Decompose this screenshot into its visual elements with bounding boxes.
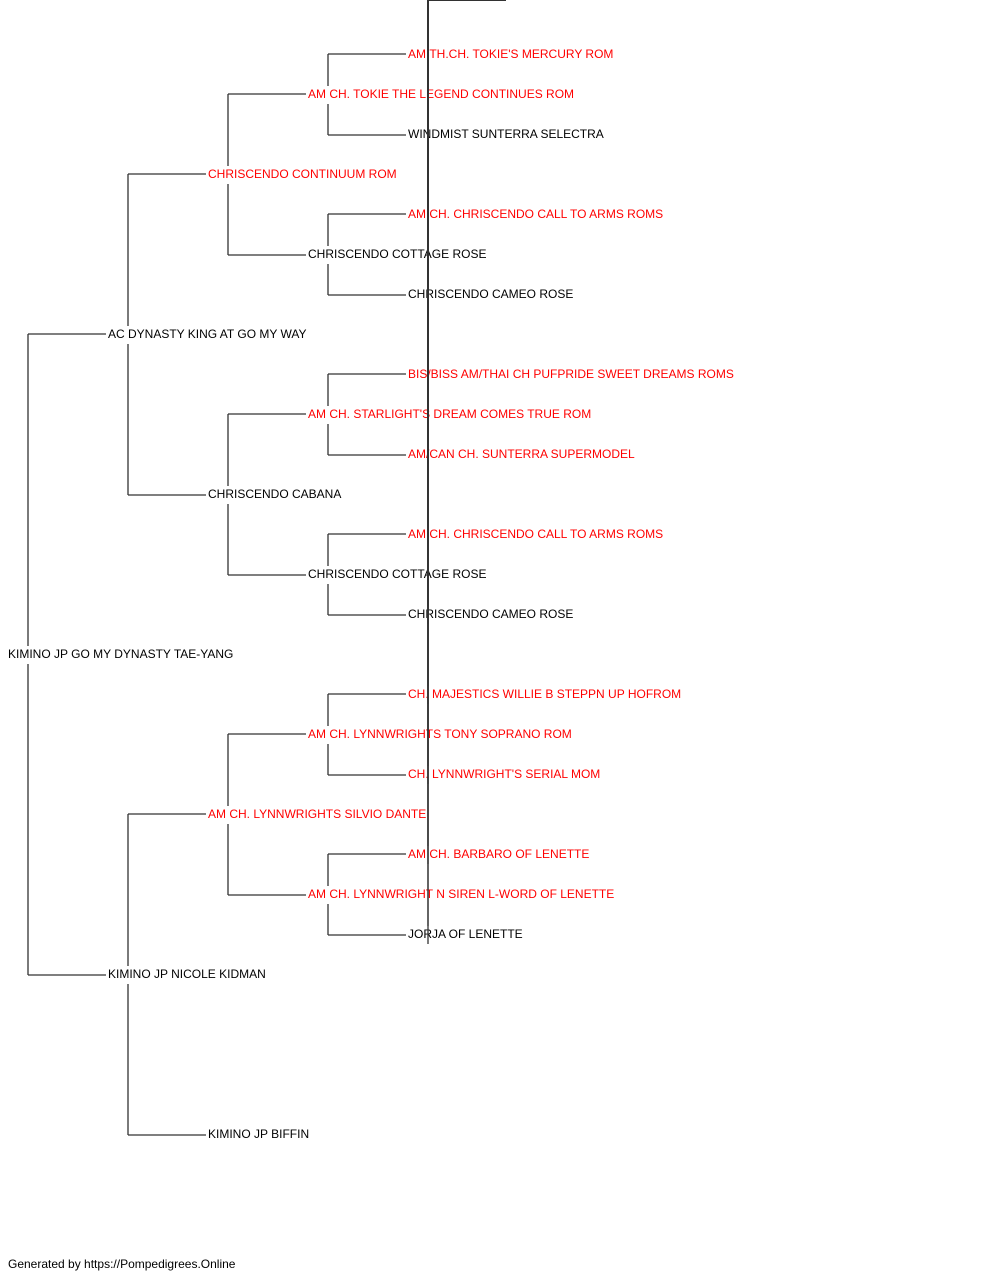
pedigree-entry-genundefined: CAN. CH. FOXWORTH FRONTIER SPIRIT CROMX — [0, 0, 280, 3]
pedigree-entry-gen3: CHRISCENDO COTTAGE ROSE — [308, 567, 486, 581]
pedigree-entry-gen1: AC DYNASTY KING AT GO MY WAY — [108, 327, 307, 341]
pedigree-entry-genundefined: CAN. CH. CHRISCENDO CALL GIRL — [0, 0, 201, 3]
pedigree-entry-genundefined: AM CH. AMBER GLOW OF LENETTE — [0, 0, 205, 3]
pedigree-entry-gen4: AM CH. BARBARO OF LENETTE — [408, 847, 589, 861]
pedigree-entry-genundefined: AM. CH. GREAT ELMS LITTLE CRICKET — [0, 0, 224, 3]
pedigree-entry-genundefined: CAN. CH. FOXWORTH FRONTIER SPIRIT CROMX — [0, 0, 280, 3]
pedigree-entry-gen2: CHRISCENDO CONTINUUM ROM — [208, 167, 397, 181]
pedigree-entry-gen4: WINDMIST SUNTERRA SELECTRA — [408, 127, 604, 141]
pedigree-entry-genundefined: CAN. CH. MILLAMOR'S MIGHTEE OF EMCEE — [0, 0, 253, 3]
pedigree-entry-gen3: AM CH. STARLIGHT'S DREAM COMES TRUE ROM — [308, 407, 591, 421]
pedigree-entry-genundefined: TH.CH. PAK DOME'S EVERY TIME — [0, 0, 191, 3]
generated-by-footer: Generated by https://Pompedigrees.Online — [8, 1257, 236, 1271]
pedigree-entry-gen3: AM CH. TOKIE THE LEGEND CONTINUES ROM — [308, 87, 574, 101]
pedigree-entry-gen4: BIS/BISS AM/THAI CH PUFPRIDE SWEET DREAM… — [408, 367, 734, 381]
pedigree-entry-gen4: AM CH. CHRISCENDO CALL TO ARMS ROMS — [408, 527, 663, 541]
pedigree-entry-genundefined: CH. BEV-NOR'S NUTTIN' TO IT ROM — [0, 0, 203, 3]
pedigree-entry-genundefined: SUNTERRA SUMMER BREEZE — [0, 0, 173, 3]
pedigree-entry-genundefined: CH. SOUTHLANDS MS RUTH OF G E — [0, 0, 208, 3]
pedigree-entry-genundefined: WINDMIST PRIVATE COLLECTION — [0, 0, 193, 3]
pedigree-entry-gen2: AM CH. LYNNWRIGHTS SILVIO DANTE — [208, 807, 426, 821]
pedigree-entry-genundefined: CH. MAJESTIC'S I BE WILLIE BAD — [0, 0, 191, 3]
pedigree-entry-gen4: AM CH. CHRISCENDO CALL TO ARMS ROMS — [408, 207, 663, 221]
pedigree-entry-gen0: KIMINO JP GO MY DYNASTY TAE-YANG — [8, 647, 233, 661]
pedigree-entry-gen3: AM CH. LYNNWRIGHT N SIREN L-WORD OF LENE… — [308, 887, 614, 901]
pedigree-entry-gen3: CHRISCENDO COTTAGE ROSE — [308, 247, 486, 261]
pedigree-entry-genundefined: CAN. CH. CHRISCENDO CALL GIRL — [0, 0, 201, 3]
pedigree-entry-genundefined: TOKIE'S SWEET LIKE CHOCOLATE — [0, 0, 198, 3]
pedigree-entry-gen2: KIMINO JP BIFFIN — [208, 1127, 309, 1141]
pedigree-entry-genundefined: WATT'S LITTLE NIGHTFIRE ROM — [0, 0, 185, 3]
pedigree-entry-genundefined: CH. PUF-PRIDE MZ CLOUD KNIGNE — [0, 0, 204, 3]
pedigree-entry-genundefined: CAN. CH. MILLAMOR'S MIGHTEE OF EMCEE — [0, 0, 253, 3]
pedigree-entry-genundefined: CH. RALSTON-PUFPRIDE DREAMER — [0, 0, 209, 3]
pedigree-entry-genundefined: ANGELA OF LENETTE — [0, 0, 125, 3]
pedigree-entry-gen4: JORJA OF LENETTE — [408, 927, 523, 941]
pedigree-entry-gen2: CHRISCENDO CABANA — [208, 487, 341, 501]
pedigree-entry-gen4: CHRISCENDO CAMEO ROSE — [408, 607, 573, 621]
pedigree-entry-gen4: AM.TH.CH. TOKIE'S MERCURY ROM — [408, 47, 613, 61]
pedigree-entry-gen3: AM CH. LYNNWRIGHTS TONY SOPRANO ROM — [308, 727, 572, 741]
pedigree-entry-gen4: CHRISCENDO CAMEO ROSE — [408, 287, 573, 301]
pedigree-tree: KIMINO JP GO MY DYNASTY TAE-YANG AC DYNAS… — [0, 0, 734, 1141]
pedigree-entry-genundefined: CAN. CH. PEPPIPOMS CLASSICALLY YOURS ROM — [0, 0, 287, 3]
pedigree-entry-gen4: AM/CAN CH. SUNTERRA SUPERMODEL — [408, 447, 635, 461]
pedigree-entry-gen4: CH. LYNNWRIGHT'S SERIAL MOM — [408, 767, 600, 781]
pedigree-entry-genundefined: BISCAN. CH. CHRISCENDO CAMEO — [0, 0, 203, 3]
pedigree-entry-gen4: CH. MAJESTICS WILLIE B STEPPN UP HOFROM — [408, 687, 681, 701]
pedigree-entry-gen1: KIMINO JP NICOLE KIDMAN — [108, 967, 266, 981]
pedigree-entry-genundefined: CH. MAGIC TOUCH OF LENETTE ROM — [0, 0, 218, 3]
pedigree-entry-genundefined: BISCAN. CH. CHRISCENDO CAMEO — [0, 0, 203, 3]
pedigree-entry-genundefined: AM/CAN CH. CHRISCENDO CLASSICO — [0, 0, 219, 3]
